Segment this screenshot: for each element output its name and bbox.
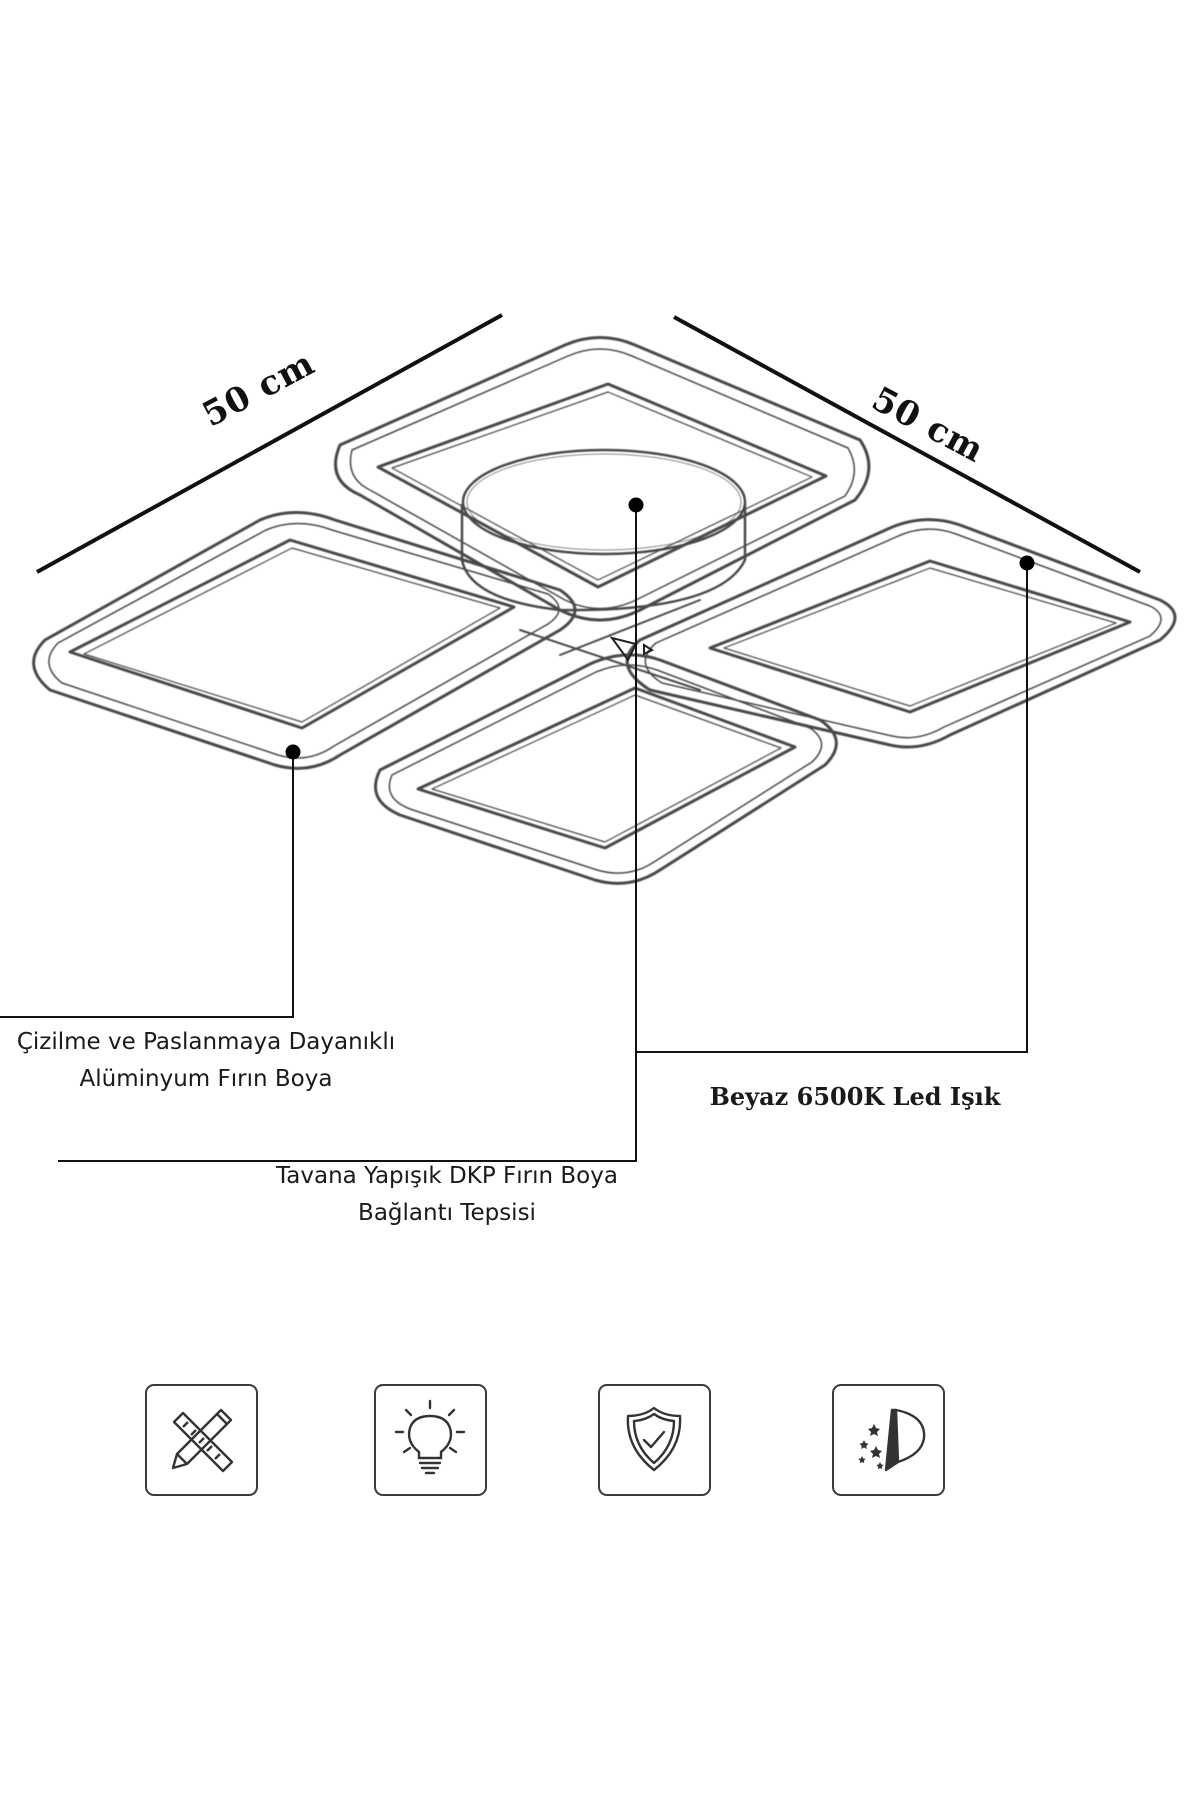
callout-tray-line1: Tavana Yapışık DKP Fırın Boya — [276, 1163, 618, 1189]
stars-paint-icon — [858, 1408, 926, 1472]
feature-tile — [598, 1384, 711, 1496]
leader-line-tray — [58, 505, 637, 1162]
light-bulb-icon — [394, 1399, 466, 1475]
callout-dot-aluminum — [285, 744, 301, 760]
cross-arm — [559, 599, 701, 656]
callout-led: Beyaz 6500K Led Işık — [690, 1078, 1020, 1115]
callout-aluminum-line2: Alüminyum Fırın Boya — [79, 1066, 333, 1092]
callout-dot-led — [1019, 555, 1035, 571]
mounting-disc — [460, 448, 747, 612]
led-frame-top — [334, 336, 871, 622]
leader-line-led — [637, 563, 1028, 1053]
callout-aluminum-line1: Çizilme ve Paslanmaya Dayanıklı — [16, 1029, 396, 1055]
led-frame-right — [625, 518, 1177, 749]
center-connector-icon — [609, 636, 655, 662]
callout-tray-line2: Bağlantı Tepsisi — [358, 1200, 536, 1226]
shield-check-icon — [626, 1406, 682, 1472]
callout-tray: Tavana Yapışık DKP Fırın Boya Bağlantı T… — [252, 1158, 642, 1232]
led-frame-bottom — [374, 653, 838, 885]
feature-tile — [374, 1384, 487, 1496]
dimension-line-right — [673, 315, 1141, 574]
callout-led-text: Beyaz 6500K Led Işık — [709, 1082, 1001, 1111]
cross-arm — [519, 629, 701, 691]
leader-line-aluminum — [0, 752, 294, 1018]
callout-dot-tray — [628, 497, 644, 513]
pencil-ruler-icon — [171, 1408, 234, 1473]
feature-tile — [145, 1384, 258, 1496]
led-frame-left — [32, 511, 577, 770]
dimension-line-left — [36, 313, 503, 574]
feature-tile — [832, 1384, 945, 1496]
callout-aluminum: Çizilme ve Paslanmaya Dayanıklı Alüminyu… — [10, 1024, 402, 1098]
